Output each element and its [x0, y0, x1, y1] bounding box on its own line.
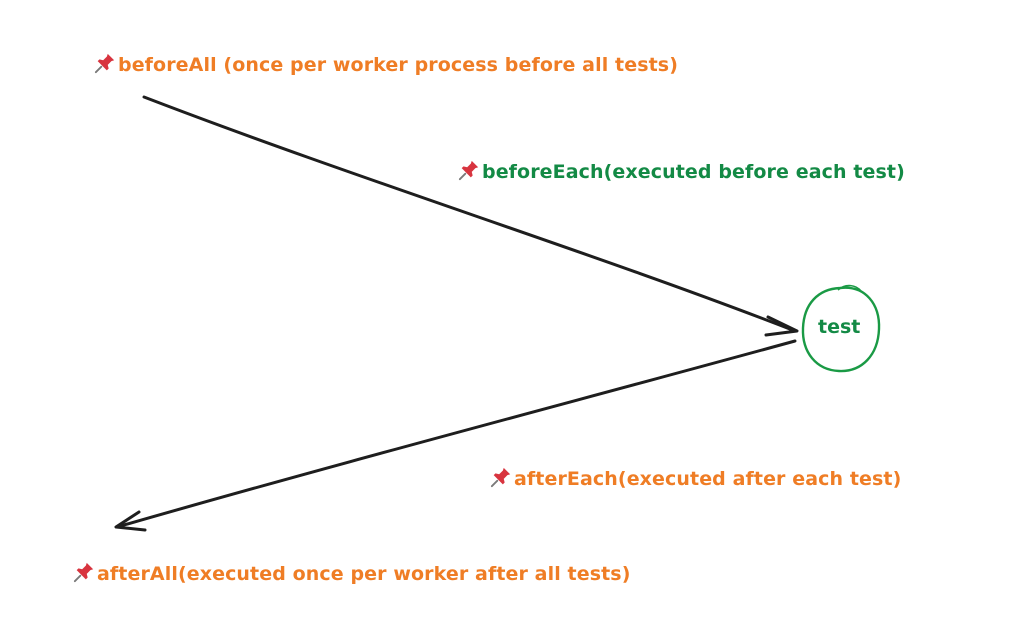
arrow-before-to-test — [142, 95, 799, 337]
before-each-text: beforeEach(executed before each test) — [482, 161, 905, 183]
after-each-text: afterEach(executed after each test) — [514, 468, 902, 490]
before-all-label: beforeAll (once per worker process befor… — [94, 52, 678, 77]
before-all-text: beforeAll (once per worker process befor… — [118, 54, 678, 76]
before-each-label: beforeEach(executed before each test) — [458, 159, 905, 184]
pushpin-icon — [73, 562, 94, 583]
pushpin-icon — [94, 53, 115, 74]
arrow-test-to-after — [114, 339, 797, 532]
test-text: test — [818, 316, 861, 338]
after-each-label: afterEach(executed after each test) — [490, 466, 901, 491]
pushpin-icon — [490, 467, 511, 488]
test-node-label: test — [818, 316, 860, 338]
test-node-circle — [801, 284, 881, 373]
after-all-label: afterAll(executed once per worker after … — [73, 561, 630, 586]
after-all-text: afterAll(executed once per worker after … — [97, 563, 631, 585]
pushpin-icon — [458, 160, 479, 181]
